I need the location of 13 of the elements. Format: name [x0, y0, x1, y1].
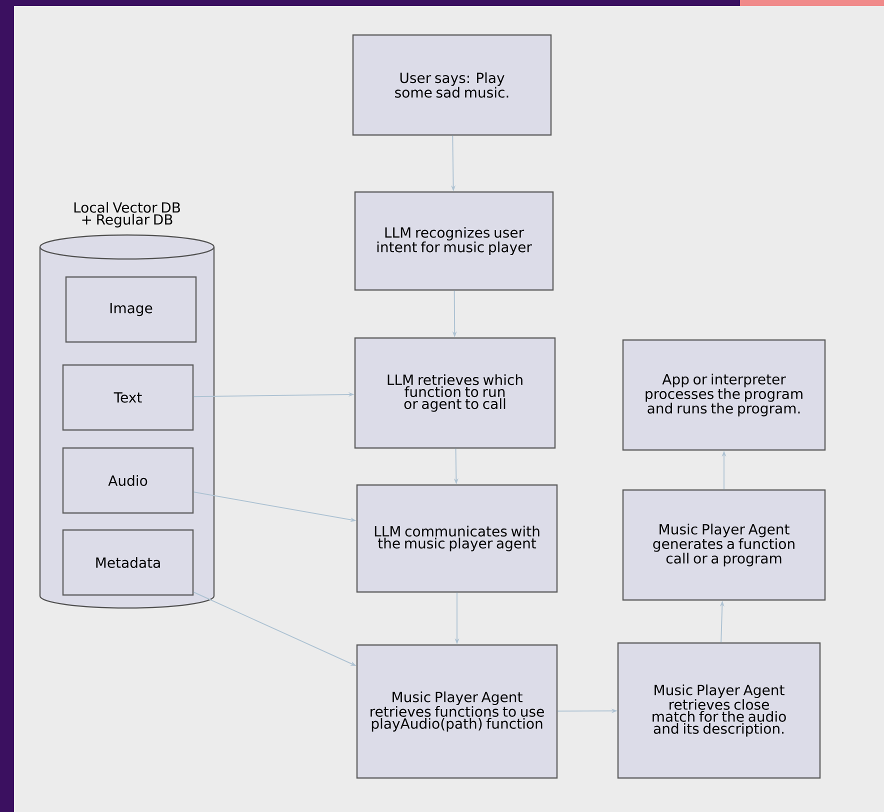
- process-box: LLM communicates with the music player agent: [356, 484, 558, 593]
- data-box: Audio: [62, 447, 194, 514]
- process-box: Music Player Agent retrieves close match for the audio and its description.: [617, 642, 821, 779]
- data-box: Image: [65, 276, 197, 343]
- process-box: LLM recognizes user intent for music player: [354, 191, 554, 291]
- process-box: Music Player Agent retrieves functions to use playAudio(path) function: [356, 644, 558, 779]
- process-box: LLM retrieves which function to run or agent to call: [354, 337, 556, 449]
- process-box: App or interpreter processes the program and runs the program.: [622, 339, 826, 451]
- process-box: Music Player Agent generates a function call or a program: [622, 489, 826, 601]
- cylinder-heading: Local Vector DB + Regular DB: [74, 202, 180, 228]
- data-box: Text: [62, 364, 194, 431]
- data-box: Metadata: [62, 529, 194, 596]
- process-box: User says: Play some sad music.: [352, 34, 552, 136]
